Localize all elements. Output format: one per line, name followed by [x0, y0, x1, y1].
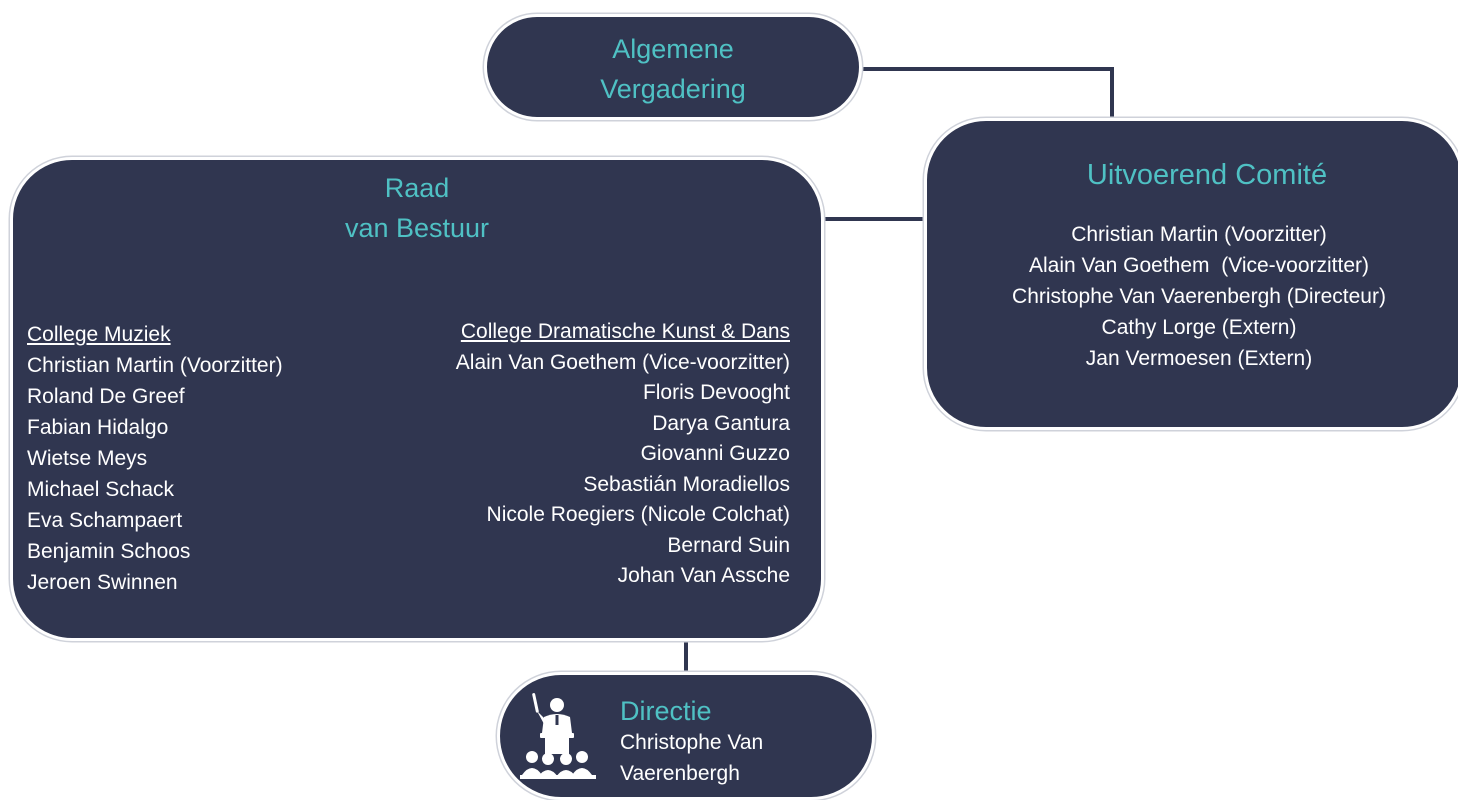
list-item: Benjamin Schoos — [27, 540, 191, 563]
uitvoerend-comite-title: Uitvoerend Comité — [1086, 159, 1328, 191]
directie-box: Directie Christophe Van Vaerenbergh — [497, 672, 875, 800]
list-item: Christian Martin (Voorzitter) — [27, 354, 283, 377]
list-item: Jan Vermoesen (Extern) — [1085, 347, 1313, 370]
list-item: Fabian Hidalgo — [27, 416, 169, 439]
list-item: Giovanni Guzzo — [640, 442, 790, 465]
title-line: Vergadering — [600, 74, 746, 104]
college-dramatische-kunst-list: College Dramatische Kunst & Dans Alain V… — [456, 317, 790, 592]
list-item: Alain Van Goethem (Vice-voorzitter) — [455, 350, 790, 374]
name-line: Vaerenbergh — [620, 762, 740, 785]
uitvoerend-comite-box: Uitvoerend Comité Christian Martin (Voor… — [924, 118, 1458, 430]
college-dramatische-kunst-heading: College Dramatische Kunst & Dans — [460, 320, 790, 343]
directie-title: Directie — [620, 696, 712, 726]
connector-av-to-uc-horizontal — [862, 67, 1114, 71]
college-muziek-heading: College Muziek — [27, 323, 171, 346]
list-item: Jeroen Swinnen — [27, 571, 178, 594]
list-item: Eva Schampaert — [27, 509, 183, 532]
directie-name: Christophe Van Vaerenbergh — [620, 727, 820, 789]
raad-van-bestuur-title: Raad van Bestuur — [13, 168, 821, 248]
title-line: Algemene — [612, 34, 734, 64]
algemene-vergadering-box: Algemene Vergadering — [484, 14, 862, 120]
speaker-podium-icon — [520, 693, 596, 779]
list-item: Alain Van Goethem (Vice-voorzitter) — [1028, 254, 1370, 277]
algemene-vergadering-title: Algemene Vergadering — [487, 29, 859, 109]
list-item: Floris Devooght — [642, 381, 790, 404]
list-item: Roland De Greef — [27, 385, 185, 408]
list-item: Nicole Roegiers (Nicole Colchat) — [486, 503, 790, 526]
college-muziek-list: College Muziek Christian Martin (Voorzit… — [27, 319, 283, 598]
title-line: Raad — [384, 173, 450, 203]
list-item: Wietse Meys — [27, 447, 148, 470]
list-item: Sebastián Moradiellos — [583, 472, 790, 496]
connector-av-to-uc-vertical — [1110, 67, 1114, 119]
connector-rvb-to-uc — [824, 217, 924, 221]
list-item: Johan Van Assche — [617, 564, 790, 587]
uitvoerend-comite-members: Christian Martin (Voorzitter) Alain Van … — [927, 219, 1458, 374]
title-line: van Bestuur — [344, 213, 490, 243]
list-item: Christian Martin (Voorzitter) — [1071, 223, 1327, 246]
raad-van-bestuur-box: Raad van Bestuur College Muziek Christia… — [10, 157, 824, 641]
list-item: Cathy Lorge (Extern) — [1101, 316, 1297, 339]
list-item: Michael Schack — [27, 478, 175, 501]
connector-rvb-to-directie — [684, 641, 688, 672]
list-item: Darya Gantura — [652, 411, 790, 435]
list-item: Bernard Suin — [667, 533, 790, 557]
list-item: Christophe Van Vaerenbergh (Directeur) — [1012, 285, 1386, 308]
name-line: Christophe Van — [620, 731, 764, 754]
